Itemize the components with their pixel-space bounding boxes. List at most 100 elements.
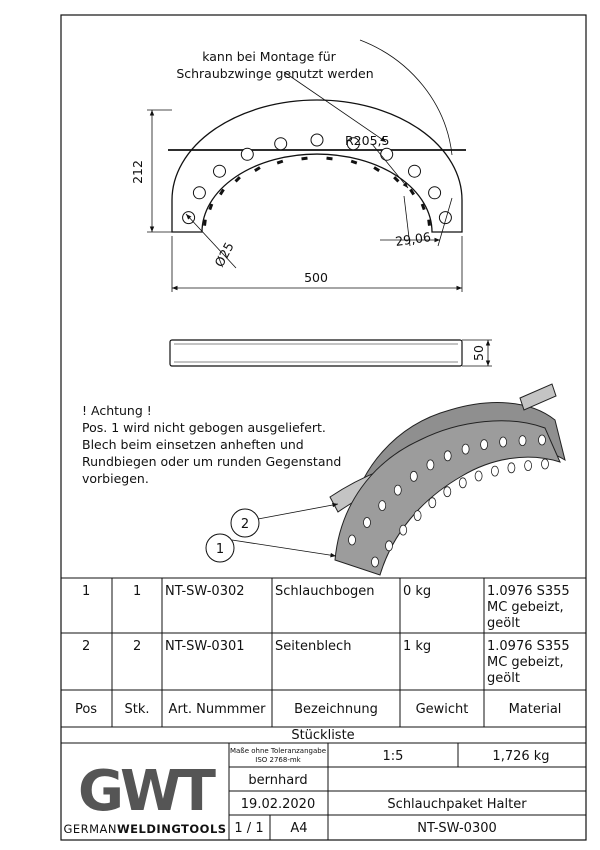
- bom-row2-art: NT-SW-0301: [165, 639, 245, 654]
- iso-hole: [507, 462, 516, 474]
- mass-value: 1,726 kg: [492, 749, 549, 764]
- iso-hole: [371, 556, 379, 568]
- drawing-frame: [60, 14, 587, 841]
- iso-hole: [426, 459, 435, 471]
- strip-slot: [276, 159, 284, 165]
- thickness-label: 50: [471, 345, 486, 361]
- strip-slot: [208, 203, 214, 211]
- strip-slot: [373, 166, 380, 172]
- radius-dimension-line: [371, 143, 409, 189]
- bom-row1-gew: 0 kg: [403, 584, 431, 599]
- note-line-2: Pos. 1 wird nicht gebogen ausgeliefert.: [82, 420, 326, 435]
- date-value: 19.02.2020: [241, 797, 315, 812]
- strip-slot: [203, 219, 207, 226]
- strip-slot: [219, 188, 225, 196]
- iso-hole: [480, 439, 489, 451]
- balloon-2-label: 2: [241, 517, 249, 532]
- bom-row1-stk: 1: [133, 584, 141, 599]
- arch-holes: [182, 133, 452, 225]
- iso-hole: [385, 540, 393, 552]
- mounting-hole: [380, 147, 394, 161]
- mounting-hole: [310, 133, 324, 147]
- strip-slot: [301, 156, 308, 161]
- montage-annotation-line1: kann bei Montage für: [202, 49, 336, 64]
- bom-header-art: Art. Nummmer: [169, 702, 267, 717]
- balloon-2-leader: [257, 502, 339, 520]
- flat-strip: [169, 339, 463, 367]
- balloon-2: [230, 508, 260, 538]
- iso-hole: [413, 510, 422, 521]
- iso-hole: [490, 465, 499, 477]
- company-name-bold: WELDINGTOOLS: [117, 822, 227, 836]
- balloon-1-leader: [231, 539, 337, 558]
- bom-row2-mat3: geölt: [487, 671, 520, 686]
- iso-hole: [443, 450, 452, 462]
- drawing-name: Schlauchpaket Halter: [387, 797, 527, 812]
- strip-slot: [420, 203, 426, 211]
- iso-hole: [518, 435, 527, 447]
- isometric-assembly: 2 1: [205, 383, 566, 576]
- angle-ext-2: [437, 197, 453, 247]
- bom-title: Stückliste: [291, 728, 354, 743]
- title-block-text: Maße ohne Toleranzangabe ISO 2768-mk 1:5…: [230, 747, 550, 836]
- bom-row1-bez: Schlauchbogen: [275, 584, 375, 599]
- height-label: 212: [130, 160, 145, 184]
- bill-of-materials: [61, 577, 586, 744]
- bom-row1-art: NT-SW-0302: [165, 584, 245, 599]
- mounting-hole: [438, 211, 452, 225]
- iso-hole: [363, 517, 371, 528]
- strip-slot: [326, 156, 333, 161]
- montage-annotation-line2: Schraubzwinge genutzt werden: [176, 66, 373, 81]
- bom-row1-mat2: MC gebeizt,: [487, 600, 564, 615]
- strip-slot: [234, 176, 241, 183]
- mounting-hole: [346, 137, 360, 151]
- sheet-value: 1 / 1: [234, 821, 263, 836]
- angle-label: 29,06: [394, 229, 432, 249]
- bom-row2-bez: Seitenblech: [275, 639, 351, 654]
- format-value: A4: [290, 821, 307, 836]
- drawing-number: NT-SW-0300: [417, 821, 497, 836]
- bom-header-mat: Material: [509, 702, 562, 717]
- iso-hole: [499, 436, 508, 448]
- mounting-hole: [274, 137, 288, 151]
- mounting-hole: [408, 164, 421, 178]
- mounting-hole: [192, 186, 206, 200]
- iso-hole: [541, 458, 549, 470]
- logo-mark: GWT: [78, 759, 216, 824]
- bom-header-bez: Bezeichnung: [294, 702, 378, 717]
- iso-hole: [378, 500, 387, 512]
- iso-hole: [524, 460, 532, 472]
- mounting-hole: [240, 147, 254, 161]
- company-name-regular: GERMAN: [63, 822, 117, 836]
- iso-hole: [428, 497, 437, 509]
- bom-header-stk: Stk.: [124, 702, 149, 717]
- angle-ext-1: [403, 195, 411, 247]
- scale-value: 1:5: [383, 749, 404, 764]
- iso-hole: [409, 470, 418, 482]
- warning-note: ! Achtung ! Pos. 1 wird nicht gebogen au…: [82, 403, 341, 486]
- montage-leader: [283, 71, 387, 143]
- tolerance-line1: Maße ohne Toleranzangabe: [230, 747, 326, 755]
- company-logo: GWT GERMANWELDINGTOOLS: [63, 759, 226, 836]
- bom-row1-pos: 1: [82, 584, 90, 599]
- iso-hole: [348, 534, 356, 546]
- flat-strip-view: 50: [169, 339, 492, 367]
- strip-slot: [350, 159, 358, 165]
- iso-hole: [443, 486, 452, 498]
- strip-slot: [254, 166, 261, 172]
- bom-row2-stk: 2: [133, 639, 141, 654]
- mounting-hole: [428, 186, 442, 200]
- strip-slot: [393, 176, 400, 183]
- author-value: bernhard: [248, 773, 307, 788]
- bom-text: 1 1 NT-SW-0302 Schlauchbogen 0 kg 1.0976…: [75, 584, 570, 743]
- company-name: GERMANWELDINGTOOLS: [63, 822, 226, 836]
- arch-plate-outline: [171, 99, 463, 233]
- bom-row1-mat1: 1.0976 S355: [487, 584, 570, 599]
- bom-header-pos: Pos: [75, 702, 97, 717]
- iso-hole: [474, 470, 483, 482]
- width-label: 500: [304, 270, 328, 285]
- bom-row2-mat1: 1.0976 S355: [487, 639, 570, 654]
- iso-hole: [399, 524, 408, 536]
- bom-row2-pos: 2: [82, 639, 90, 654]
